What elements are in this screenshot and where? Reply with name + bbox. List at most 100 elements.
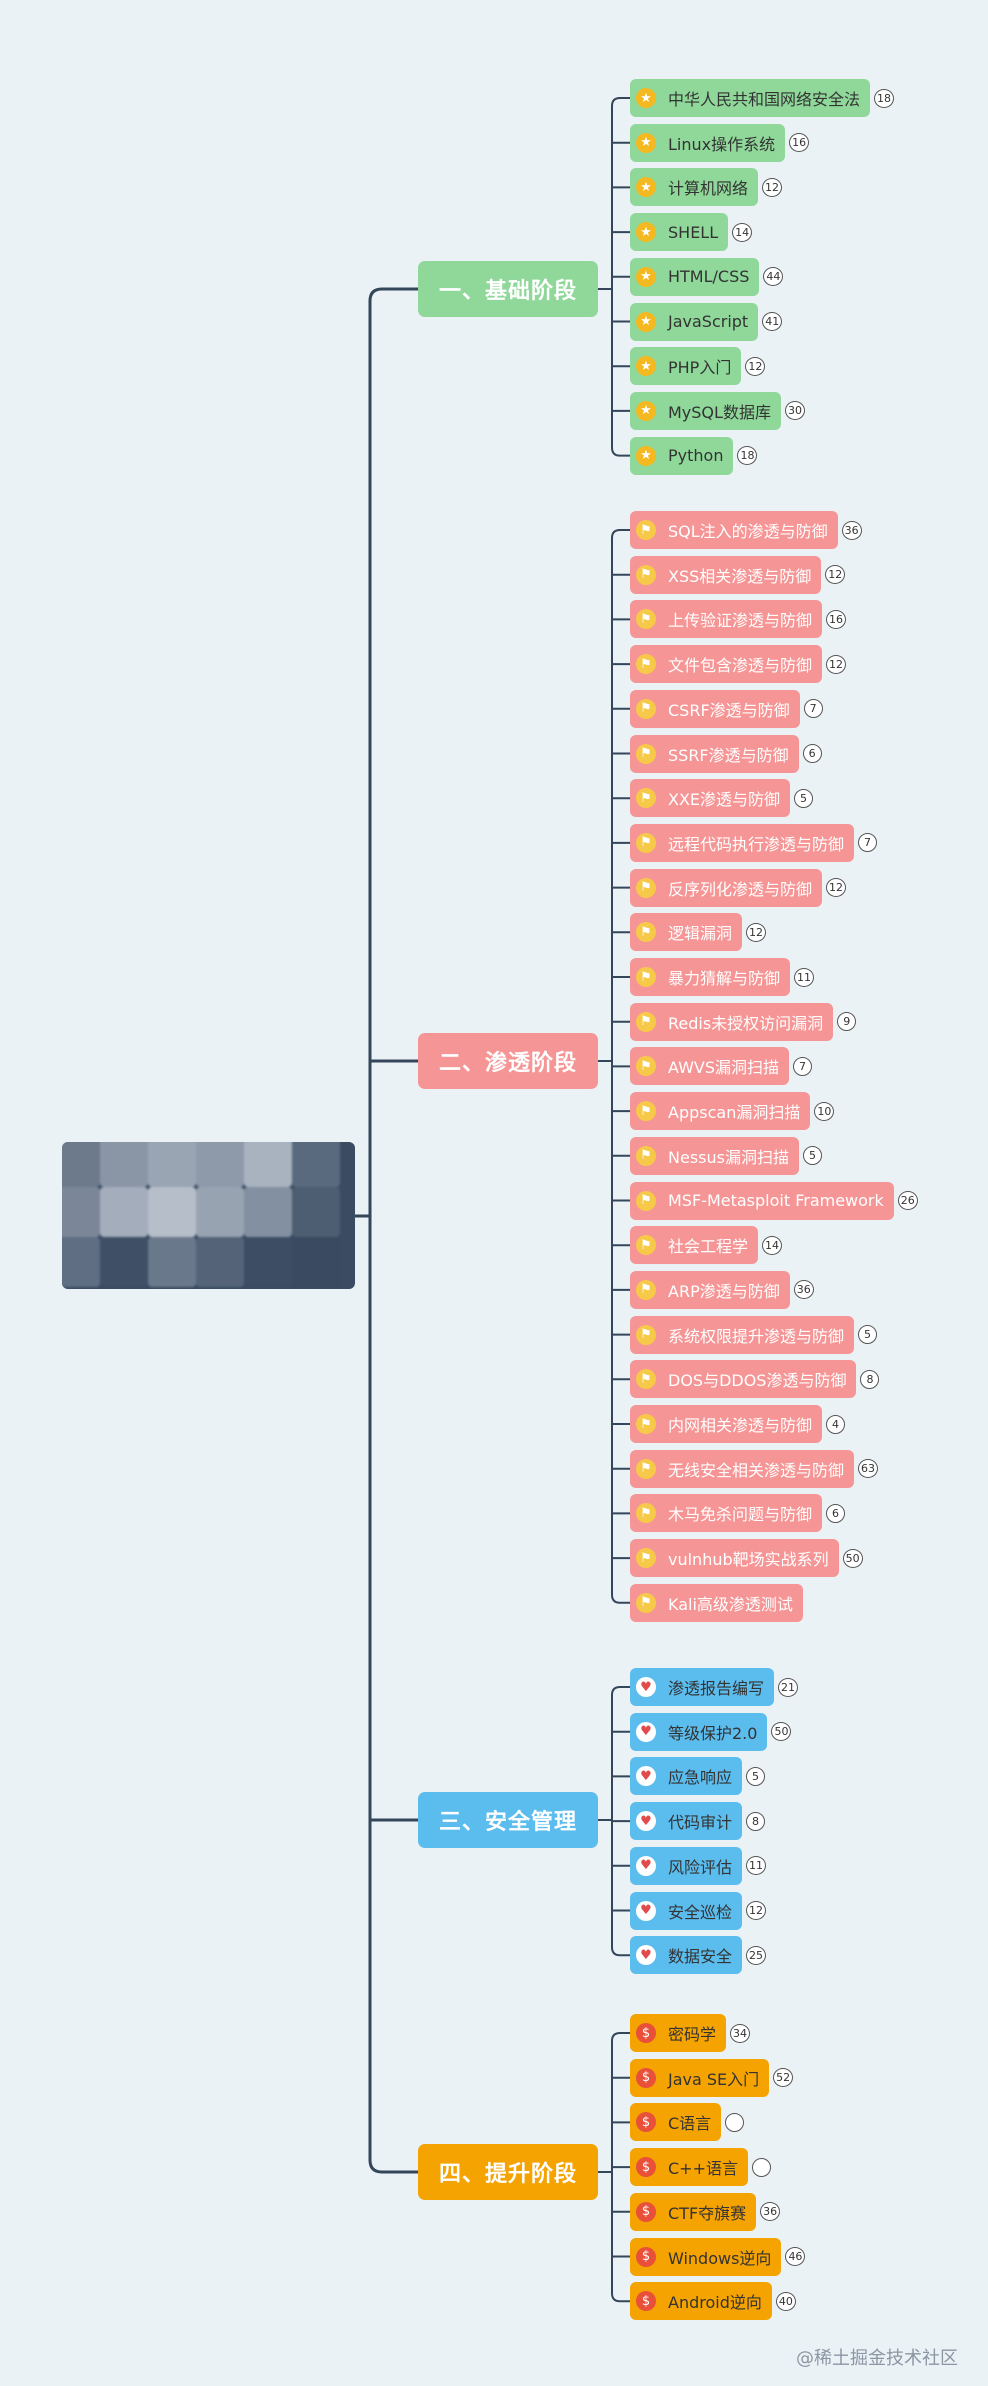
subtopic-count-badge[interactable]: 63 — [858, 1459, 879, 1479]
topic-node[interactable]: ⚑文件包含渗透与防御 — [630, 645, 823, 684]
topic-node[interactable]: ⚑SQL注入的渗透与防御 — [630, 511, 838, 549]
topic-node[interactable]: ⚑Kali高级渗透测试 — [630, 1583, 803, 1622]
subtopic-count-badge[interactable]: 14 — [732, 222, 753, 242]
subtopic-count-badge[interactable]: 50 — [771, 1722, 792, 1742]
topic-node[interactable]: ♥安全巡检 — [630, 1891, 743, 1930]
subtopic-count-badge[interactable]: 16 — [826, 609, 847, 629]
subtopic-count-badge[interactable]: 12 — [762, 177, 783, 197]
subtopic-count-badge[interactable]: 12 — [746, 922, 767, 942]
topic-node[interactable]: ★中华人民共和国网络安全法 — [630, 79, 871, 117]
branch-node[interactable]: 四、提升阶段 — [418, 2144, 598, 2200]
subtopic-count-badge[interactable]: 12 — [826, 654, 847, 674]
subtopic-count-badge[interactable]: 50 — [842, 1548, 863, 1568]
topic-node[interactable]: ♥应急响应 — [630, 1757, 743, 1796]
topic-node[interactable]: ★SHELL — [630, 213, 729, 252]
subtopic-count-badge[interactable]: 11 — [794, 967, 815, 987]
topic-node[interactable]: ⚑无线安全相关渗透与防御 — [630, 1449, 855, 1488]
subtopic-count-badge[interactable]: 8 — [860, 1369, 880, 1389]
subtopic-count-badge[interactable]: 46 — [785, 2247, 806, 2266]
subtopic-count-badge[interactable]: 36 — [841, 520, 862, 540]
topic-node[interactable]: ♥渗透报告编写 — [630, 1668, 775, 1706]
topic-node[interactable]: $Android逆向 — [630, 2282, 772, 2321]
subtopic-count-badge[interactable]: 5 — [802, 1146, 822, 1166]
topic-node[interactable]: ⚑反序列化渗透与防御 — [630, 868, 823, 907]
topic-node[interactable]: ⚑系统权限提升渗透与防御 — [630, 1315, 855, 1354]
subtopic-count-badge[interactable]: 11 — [746, 1856, 767, 1876]
subtopic-count-badge[interactable]: 36 — [760, 2202, 781, 2222]
branch-node[interactable]: 一、基础阶段 — [418, 261, 598, 317]
subtopic-count-badge[interactable]: 44 — [763, 267, 784, 287]
root-node-blurred[interactable] — [62, 1142, 355, 1289]
subtopic-count-badge[interactable]: 10 — [814, 1101, 835, 1121]
topic-node[interactable]: ⚑Redis未授权访问漏洞 — [630, 1002, 834, 1041]
subtopic-count-badge[interactable]: 12 — [826, 878, 847, 898]
topic-node[interactable]: ★Python — [630, 436, 734, 475]
topic-node[interactable]: ⚑暴力猜解与防御 — [630, 958, 791, 996]
topic-node[interactable]: ★JavaScript — [630, 302, 759, 341]
subtopic-count-badge[interactable]: 41 — [762, 312, 783, 331]
subtopic-count-badge[interactable]: 6 — [802, 744, 822, 763]
topic-node[interactable]: ♥代码审计 — [630, 1802, 743, 1841]
subtopic-count-badge[interactable]: 7 — [793, 1056, 812, 1076]
topic-node[interactable]: ⚑社会工程学 — [630, 1226, 759, 1265]
topic-node[interactable]: $Windows逆向 — [630, 2237, 782, 2276]
subtopic-count-badge[interactable]: 52 — [773, 2068, 794, 2088]
subtopic-count-badge[interactable]: 4 — [826, 1414, 846, 1434]
subtopic-count-badge[interactable]: 18 — [874, 88, 895, 108]
subtopic-count-badge[interactable]: 12 — [746, 1901, 767, 1920]
topic-node[interactable]: $Java SE入门 — [630, 2058, 770, 2097]
subtopic-count-badge[interactable]: 14 — [762, 1235, 783, 1255]
topic-node[interactable]: ⚑XXE渗透与防御 — [630, 779, 791, 818]
topic-node[interactable]: $C++语言 — [630, 2148, 748, 2187]
topic-node[interactable]: ⚑MSF-Metasploit Framework — [630, 1181, 894, 1220]
subtopic-count-badge[interactable]: 21 — [778, 1677, 799, 1697]
topic-node[interactable]: ⚑DOS与DDOS渗透与防御 — [630, 1360, 857, 1399]
subtopic-count-badge[interactable]: 36 — [793, 1280, 814, 1300]
subtopic-count-badge[interactable]: 12 — [825, 565, 846, 585]
subtopic-count-badge[interactable]: 12 — [745, 356, 766, 376]
subtopic-count-badge[interactable]: 40 — [775, 2291, 796, 2311]
subtopic-count-badge[interactable]: 7 — [858, 833, 878, 853]
topic-node[interactable]: $密码学 — [630, 2014, 727, 2052]
subtopic-count-badge[interactable]: 7 — [803, 699, 823, 719]
topic-node[interactable]: ⚑木马免杀问题与防御 — [630, 1494, 823, 1533]
topic-node[interactable]: ♥风险评估 — [630, 1846, 743, 1885]
topic-node[interactable]: ⚑逻辑漏洞 — [630, 913, 743, 952]
topic-node[interactable]: ⚑XSS相关渗透与防御 — [630, 555, 822, 594]
subtopic-count-badge[interactable]: 18 — [737, 446, 758, 466]
subtopic-count-badge[interactable]: 9 — [837, 1012, 857, 1032]
topic-node[interactable]: ⚑上传验证渗透与防御 — [630, 600, 823, 639]
subtopic-count-badge[interactable]: 5 — [746, 1766, 766, 1786]
subtopic-count-badge[interactable]: 5 — [858, 1325, 878, 1345]
subtopic-count-badge[interactable]: 34 — [730, 2023, 751, 2043]
topic-node[interactable]: ♥数据安全 — [630, 1936, 743, 1975]
topic-node[interactable]: ⚑Nessus漏洞扫描 — [630, 1136, 799, 1175]
subtopic-count-badge[interactable]: 26 — [897, 1191, 918, 1210]
topic-node[interactable]: ★Linux操作系统 — [630, 123, 786, 162]
topic-node[interactable]: ⚑ARP渗透与防御 — [630, 1270, 790, 1309]
subtopic-count-badge[interactable] — [752, 2157, 771, 2177]
subtopic-count-badge[interactable]: 5 — [794, 788, 814, 808]
topic-node[interactable]: ⚑Appscan漏洞扫描 — [630, 1092, 811, 1131]
topic-node[interactable]: $C语言 — [630, 2103, 722, 2142]
topic-node[interactable]: ★计算机网络 — [630, 168, 759, 207]
subtopic-count-badge[interactable]: 8 — [746, 1811, 766, 1831]
subtopic-count-badge[interactable]: 16 — [789, 133, 810, 153]
topic-node[interactable]: ★HTML/CSS — [630, 257, 760, 296]
topic-node[interactable]: $CTF夺旗赛 — [630, 2192, 757, 2231]
subtopic-count-badge[interactable] — [725, 2112, 745, 2132]
topic-node[interactable]: ★MySQL数据库 — [630, 391, 781, 430]
topic-node[interactable]: ♥等级保护2.0 — [630, 1712, 768, 1751]
branch-node[interactable]: 二、渗透阶段 — [418, 1033, 598, 1089]
subtopic-count-badge[interactable]: 6 — [826, 1503, 846, 1523]
topic-node[interactable]: ⚑内网相关渗透与防御 — [630, 1405, 823, 1443]
topic-node[interactable]: ⚑远程代码执行渗透与防御 — [630, 823, 855, 862]
subtopic-count-badge[interactable]: 30 — [784, 401, 805, 421]
topic-node[interactable]: ★PHP入门 — [630, 347, 742, 386]
topic-node[interactable]: ⚑CSRF渗透与防御 — [630, 689, 800, 728]
subtopic-count-badge[interactable]: 25 — [746, 1945, 767, 1965]
topic-node[interactable]: ⚑vulnhub靶场实战系列 — [630, 1539, 839, 1578]
topic-node[interactable]: ⚑SSRF渗透与防御 — [630, 734, 799, 773]
branch-node[interactable]: 三、安全管理 — [418, 1792, 598, 1848]
topic-node[interactable]: ⚑AWVS漏洞扫描 — [630, 1047, 789, 1086]
